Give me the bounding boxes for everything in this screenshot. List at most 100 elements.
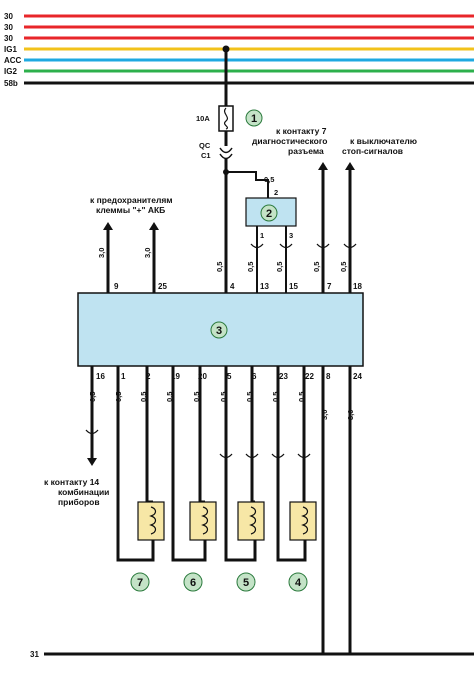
power-rails: 30 30 30 IG1 ACC IG2 58b [4, 12, 474, 88]
connector-label-qc: QC [199, 141, 211, 150]
top-pin-wire-sizes: 3,0 3,0 0,5 0,5 0,5 0,5 0,5 [97, 248, 348, 272]
control-unit-callout-number: 3 [216, 325, 222, 337]
fuse-rating: 10A [196, 114, 210, 123]
note-fuses: клеммы "+" АКБ [96, 205, 165, 215]
relay-feed-wire [226, 171, 269, 198]
pin-number: 22 [305, 372, 314, 381]
connector-symbol [219, 147, 233, 154]
note-stop: к выключателю [350, 136, 417, 146]
note-diag: диагностического [252, 136, 327, 146]
injector-7: 7 [116, 366, 165, 592]
wire-size-label: 3,0 [143, 248, 152, 258]
pin-number: 7 [327, 282, 332, 291]
relay-pin-top: 2 [274, 188, 278, 197]
relay-wire-size: 0,5 [264, 175, 274, 184]
connector-symbol [219, 153, 233, 160]
injector-5: 5 [219, 366, 265, 592]
coil-winding [301, 506, 309, 535]
connector-symbol [343, 243, 357, 249]
wire-size-label: 0,5 [246, 262, 255, 272]
wire-size-label: 0,5 [275, 262, 284, 272]
injector-callout-number: 4 [295, 577, 302, 589]
wire-size-label: 0,5 [339, 262, 348, 272]
wire-size-label: 0,5 [271, 392, 280, 402]
note-cluster: к контакту 14 [44, 477, 99, 487]
injector-wire-loop [276, 366, 307, 562]
pin-number: 15 [289, 282, 298, 291]
wire-size-label: 0,5 [245, 392, 254, 402]
rail-label: 30 [4, 12, 13, 21]
coil-winding [149, 506, 157, 535]
fuse: 10A 1 [196, 105, 263, 132]
rail-label: IG1 [4, 45, 17, 54]
injector-callout [236, 572, 256, 592]
injector-callout [288, 572, 308, 592]
connector-symbol [297, 453, 311, 459]
wire-size-label: 0,5 [312, 262, 321, 272]
note-diag: разъема [288, 146, 324, 156]
injector-callout [183, 572, 203, 592]
pin-number: 4 [230, 282, 235, 291]
wire-size-label: 3,0 [97, 248, 106, 258]
pin-number: 13 [260, 282, 269, 291]
control-unit-callout [210, 321, 228, 339]
pin-number: 5 [227, 372, 232, 381]
note-cluster: приборов [58, 497, 100, 507]
note-cluster: комбинации [58, 487, 109, 497]
pin-number: 24 [353, 372, 362, 381]
connector-symbol [316, 243, 330, 249]
injector-callout-number: 5 [243, 577, 249, 589]
coil-winding [249, 506, 257, 535]
injector-wire [250, 366, 255, 504]
injector-callout-number: 7 [137, 577, 143, 589]
rail-label: 30 [4, 23, 13, 32]
injector-callout-number: 6 [190, 577, 196, 589]
pin-number: 20 [198, 372, 207, 381]
injector-wire-loop [116, 366, 155, 562]
ground-rail-label: 31 [30, 650, 39, 659]
injector-wire-loop [224, 366, 257, 562]
pin-number: 25 [158, 282, 167, 291]
note-fuses: к предохранителям [90, 195, 173, 205]
pin-number: 19 [171, 372, 180, 381]
connector-symbol [85, 429, 99, 435]
wire-size-label: 0,5 [215, 262, 224, 272]
rail-label: IG2 [4, 67, 17, 76]
bottom-pin-wire-sizes: 0,5 0,5 0,5 0,5 0,5 0,5 0,5 0,5 0,5 3,0 … [88, 392, 355, 420]
connector-symbol [279, 243, 293, 249]
wire-size-label: 0,5 [297, 392, 306, 402]
injector-coil [237, 501, 265, 541]
wire-size-label: 0,5 [219, 392, 228, 402]
fuse-element [223, 107, 229, 130]
rail-label: 58b [4, 79, 18, 88]
relay-callout-number: 2 [266, 208, 272, 220]
pin-number: 23 [279, 372, 288, 381]
connector-symbol [219, 453, 233, 459]
connector-symbol [245, 453, 259, 459]
fuse-callout [245, 109, 263, 127]
injector-callout [130, 572, 150, 592]
injector-wire [145, 366, 153, 504]
fuse-body [218, 105, 234, 132]
injector-coil [289, 501, 317, 541]
connector-symbol [250, 243, 264, 249]
pin-number: 1 [121, 372, 126, 381]
wire-size-label: 0,5 [192, 392, 201, 402]
injector-coil [137, 501, 165, 541]
connector-label-c1: C1 [201, 151, 211, 160]
note-stop: стоп-сигналов [342, 146, 403, 156]
injector-6: 6 [171, 366, 217, 592]
pin-number: 6 [252, 372, 257, 381]
coil-winding [201, 506, 209, 535]
relay-pin-left: 1 [260, 231, 264, 240]
fuse-callout-number: 1 [251, 113, 257, 125]
injector-4: 4 [271, 366, 317, 592]
injector-wire-loop [171, 366, 207, 562]
top-pin-numbers: 9 25 4 13 15 7 18 [114, 282, 362, 291]
wire-size-label: 0,5 [139, 392, 148, 402]
wire-size-label: 0,5 [165, 392, 174, 402]
rail-label: 30 [4, 34, 13, 43]
pin-number: 9 [114, 282, 119, 291]
rail-label: ACC [4, 56, 22, 65]
